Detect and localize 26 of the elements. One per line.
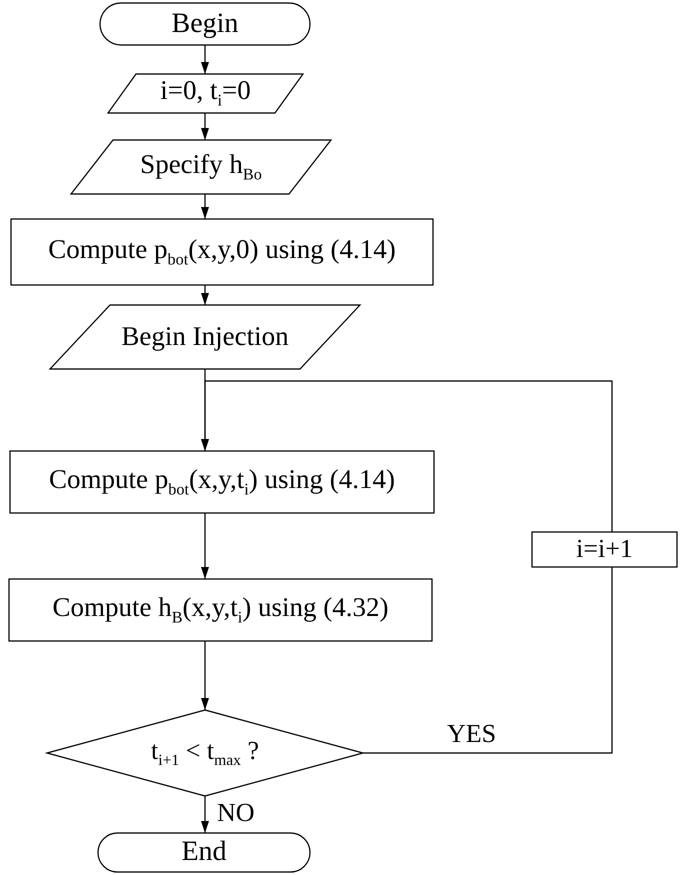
node-text: End: [181, 837, 227, 868]
node-text: Begin: [172, 8, 238, 40]
arrow: [201, 45, 209, 74]
arrow: [201, 285, 209, 305]
arrow: [201, 796, 209, 833]
input-parallelogram: [50, 305, 360, 369]
node-text: Compute p$_{bot}$(x,y,0) using (4.14): [48, 234, 396, 270]
node-text: Compute p$_{bot}$(x,y,t$_{i}$) using (4.14): [49, 464, 395, 500]
node-text: Begin Injection: [121, 322, 289, 352]
process-box: [532, 532, 677, 567]
node-text: i=i+1: [576, 535, 633, 564]
arrow: [201, 641, 209, 710]
input-parallelogram: [71, 140, 331, 194]
node-text: Specify h$_{Bo}$: [140, 150, 262, 184]
input-parallelogram: [108, 74, 303, 113]
decision-diamond: [47, 710, 363, 796]
process-box: [11, 219, 433, 285]
node-text: i=0, t$_{i}$=0: [160, 76, 251, 111]
arrow: [201, 113, 209, 140]
arrow: [201, 513, 209, 579]
process-box: [10, 451, 434, 513]
node-text: t$_{i+1}$ < t$_{max}$ ?: [151, 736, 259, 770]
process-box: [9, 579, 432, 641]
node-text: Compute h$_{B}$(x,y,t$_{i}$) using (4.32): [52, 592, 389, 628]
arrow: [201, 380, 613, 532]
arrow: [201, 194, 209, 219]
